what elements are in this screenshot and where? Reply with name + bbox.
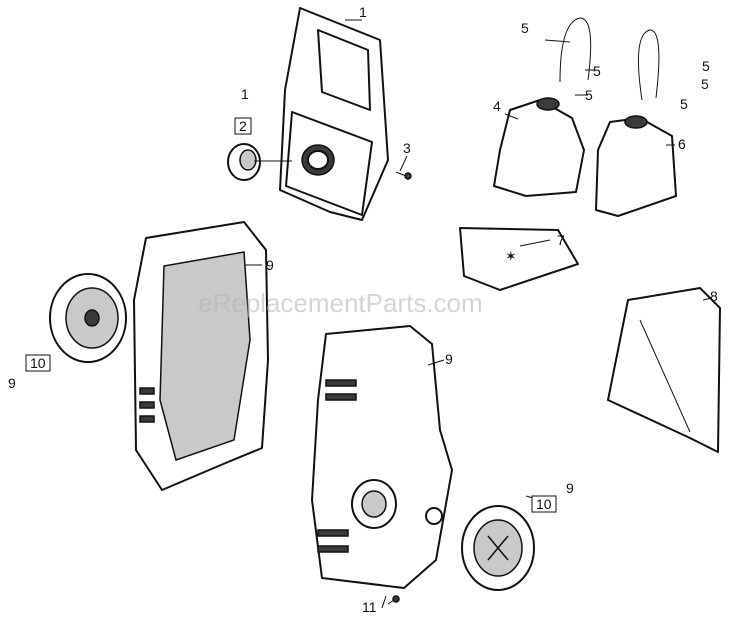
callout-5-c: 5 <box>585 87 593 103</box>
callout-10-left-wheel: 10 <box>30 355 46 371</box>
svg-text:✶: ✶ <box>505 248 517 264</box>
part-4-detergent-tank[interactable] <box>493 17 592 197</box>
callout-7: 7 <box>557 232 565 248</box>
callout-5-a: 5 <box>521 20 529 36</box>
left-housing[interactable] <box>133 221 269 491</box>
part-8-rear-cover[interactable] <box>607 287 721 453</box>
part-6-detergent-tank[interactable] <box>595 29 677 217</box>
callout-9-left-wheel: 9 <box>8 375 16 391</box>
part-7-tray[interactable]: ✶ <box>459 227 579 291</box>
callout-5-e: 5 <box>701 76 709 92</box>
callout-5-f: 5 <box>680 96 688 112</box>
callout-1-knob: 1 <box>241 86 249 102</box>
callout-9-body: 9 <box>445 351 453 367</box>
callout-6: 6 <box>678 136 686 152</box>
part-3-screw[interactable] <box>395 171 412 180</box>
callout-3: 3 <box>403 140 411 156</box>
callout-2-knob: 2 <box>239 118 247 134</box>
callout-4: 4 <box>493 98 501 114</box>
callout-10-right-box <box>531 495 557 513</box>
callout-5-d: 5 <box>702 58 710 74</box>
callout-9-right-wheel: 9 <box>566 480 574 496</box>
callout-2-box <box>234 117 252 135</box>
callout-10-right-wheel: 10 <box>536 496 552 512</box>
callout-5-b: 5 <box>593 63 601 79</box>
callout-1-hood: 1 <box>359 4 367 20</box>
callout-8: 8 <box>710 288 718 304</box>
part-1-hood[interactable] <box>279 7 389 221</box>
watermark: eReplacementParts.com <box>198 288 483 318</box>
main-body[interactable] <box>311 325 453 589</box>
right-wheel[interactable] <box>461 505 535 591</box>
part-11-screw[interactable] <box>387 595 400 605</box>
part-2-knob[interactable] <box>227 143 261 181</box>
callout-10-left-box <box>25 354 51 372</box>
left-wheel[interactable] <box>49 273 127 363</box>
callout-9-housing: 9 <box>266 257 274 273</box>
callout-11: 11 <box>362 599 377 615</box>
